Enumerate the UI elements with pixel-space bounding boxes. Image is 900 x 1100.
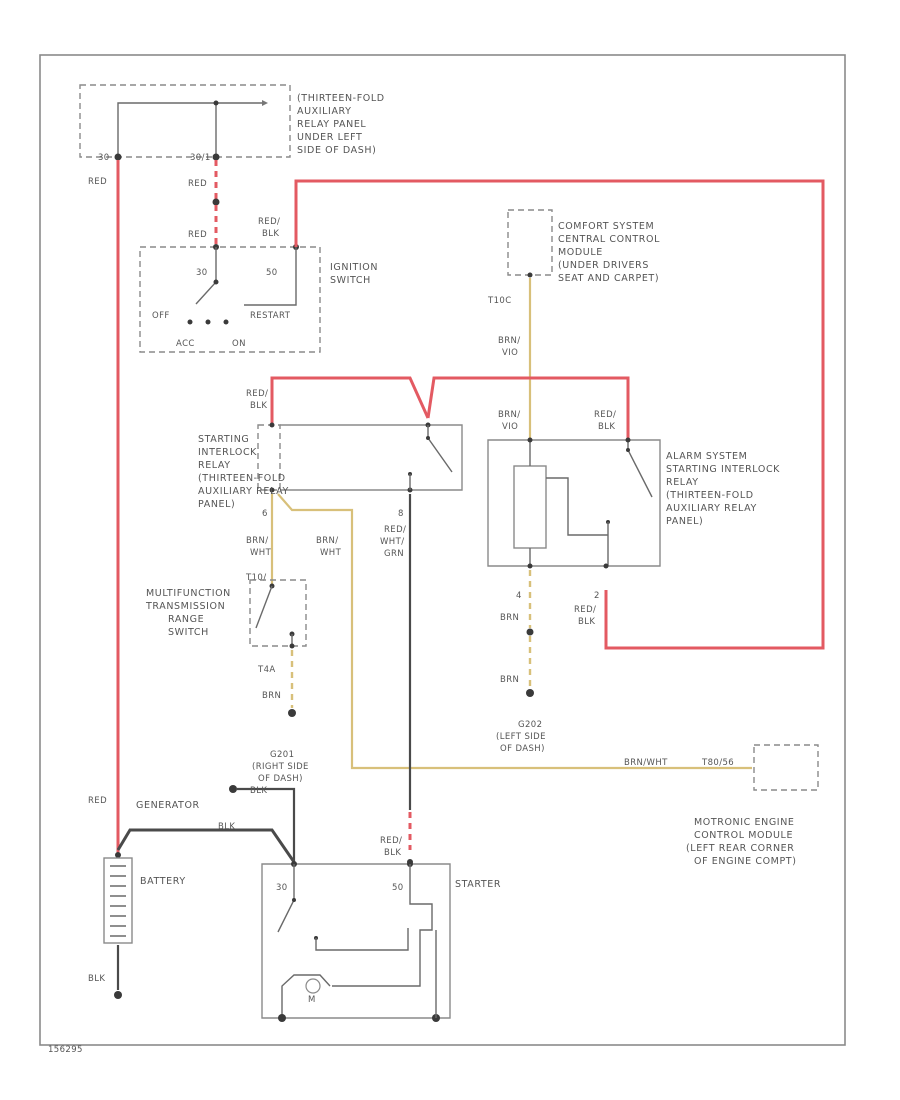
starter-terminal-50: 50 <box>392 883 404 893</box>
ign-pos-restart: RESTART <box>250 311 291 321</box>
ign-pos-50: 50 <box>266 268 278 278</box>
wire-label-red-ign-2: RED <box>188 230 207 240</box>
wire-red-blk-ign-loop <box>294 179 825 650</box>
ground-g202-label: G202 (LEFT SIDE OF DASH) <box>496 720 549 754</box>
wire-label-t80-56: T80/56 <box>701 758 734 768</box>
wire-label-red-top: RED <box>88 177 107 187</box>
comfort-module-label: COMFORT SYSTEM CENTRAL CONTROL MODULE (U… <box>558 221 664 284</box>
interlock-pin-8: 8 <box>398 509 404 519</box>
comfort-system-module: COMFORT SYSTEM CENTRAL CONTROL MODULE (U… <box>507 209 664 284</box>
wire-label-red-blk-alarm-2: RED/ BLK <box>574 605 599 627</box>
starting-interlock-relay: STARTING INTERLOCK RELAY (THIRTEEN-FOLD … <box>198 422 463 519</box>
wire-blk-generator <box>116 828 296 863</box>
ign-pos-on: ON <box>232 339 246 349</box>
wire-label-red-blk-alarm: RED/ BLK <box>594 410 619 432</box>
wire-label-brn-vio-upper: BRN/ VIO <box>498 336 524 358</box>
wire-label-brn-wht-motronic: BRN/WHT <box>624 758 668 768</box>
aux-relay-terminal-30-1: 30/1 <box>190 153 211 163</box>
wire-label-red-blk-starter: RED/ BLK <box>380 836 405 858</box>
starter-label: STARTER <box>455 879 501 890</box>
ign-pos-off: OFF <box>152 311 170 321</box>
aux-relay-label: (THIRTEEN-FOLD AUXILIARY RELAY PANEL UND… <box>297 93 388 156</box>
diagram-frame <box>39 54 846 1046</box>
aux-relay-panel: 30 30/1 (THIRTEEN-FOLD AUXILIARY RELAY P… <box>79 84 388 163</box>
ign-pos-30: 30 <box>196 268 208 278</box>
figure-id: 156295 <box>48 1045 83 1055</box>
alarm-pin-2: 2 <box>594 591 600 601</box>
wire-label-red-wht-grn: RED/ WHT/ GRN <box>380 525 409 559</box>
alarm-relay-label: ALARM SYSTEM STARTING INTERLOCK RELAY (T… <box>666 451 784 527</box>
alarm-system-relay: ALARM SYSTEM STARTING INTERLOCK RELAY (T… <box>487 437 784 601</box>
wire-label-red-ign-1: RED <box>188 179 207 189</box>
aux-relay-terminal-30: 30 <box>98 153 110 163</box>
wire-label-brn-range: BRN <box>262 691 281 701</box>
motronic-label: MOTRONIC ENGINE CONTROL MODULE (LEFT REA… <box>686 817 798 867</box>
battery-label: BATTERY <box>140 876 186 887</box>
wire-label-t10c: T10C <box>487 296 512 306</box>
wire-label-red-battery: RED <box>88 796 107 806</box>
wire-label-blk-generator: BLK <box>218 822 235 832</box>
starter-motor-label: M <box>308 995 316 1005</box>
multifunction-range-switch: MULTIFUNCTION TRANSMISSION RANGE SWITCH <box>145 579 307 649</box>
wire-label-brn-vio-lower: BRN/ VIO <box>498 410 524 432</box>
wire-label-red-blk-interlock: RED/ BLK <box>246 389 271 411</box>
multifunction-switch-label: MULTIFUNCTION TRANSMISSION RANGE SWITCH <box>145 588 235 638</box>
motronic-engine-control-module: MOTRONIC ENGINE CONTROL MODULE (LEFT REA… <box>686 744 819 867</box>
wire-label-t4a: T4A <box>257 665 276 675</box>
ground-g201-label: G201 (RIGHT SIDE OF DASH) <box>252 750 312 784</box>
wire-label-brn-wht-2: BRN/ WHT <box>316 536 342 558</box>
ignition-switch: 30 50 OFF RESTART ACC ON IGNITION SWITCH <box>139 244 382 353</box>
starting-interlock-label: STARTING INTERLOCK RELAY (THIRTEEN-FOLD … <box>198 434 292 510</box>
ignition-switch-label: IGNITION SWITCH <box>330 262 382 286</box>
ign-pos-acc: ACC <box>176 339 195 349</box>
wire-label-brn-alarm-2: BRN <box>500 675 519 685</box>
interlock-pin-6: 6 <box>262 509 268 519</box>
alarm-pin-4: 4 <box>516 591 522 601</box>
starter: 30 50 M STARTER <box>261 861 501 1022</box>
wire-blk-g201 <box>237 787 296 862</box>
wire-label-blk-g201: BLK <box>250 786 267 796</box>
starter-terminal-30: 30 <box>276 883 288 893</box>
wire-red-blk-relay-loop <box>270 376 430 425</box>
battery: BATTERY <box>103 852 186 944</box>
wire-label-blk-battery: BLK <box>88 974 105 984</box>
wire-label-brn-wht-1: BRN/ WHT <box>246 536 272 558</box>
generator-label: GENERATOR <box>136 800 200 811</box>
wire-label-red-blk-ign: RED/ BLK <box>258 217 283 239</box>
wire-brn-wht-motronic <box>277 493 752 770</box>
wire-label-t10: T10/ <box>245 573 266 583</box>
wire-label-brn-alarm-1: BRN <box>500 613 519 623</box>
